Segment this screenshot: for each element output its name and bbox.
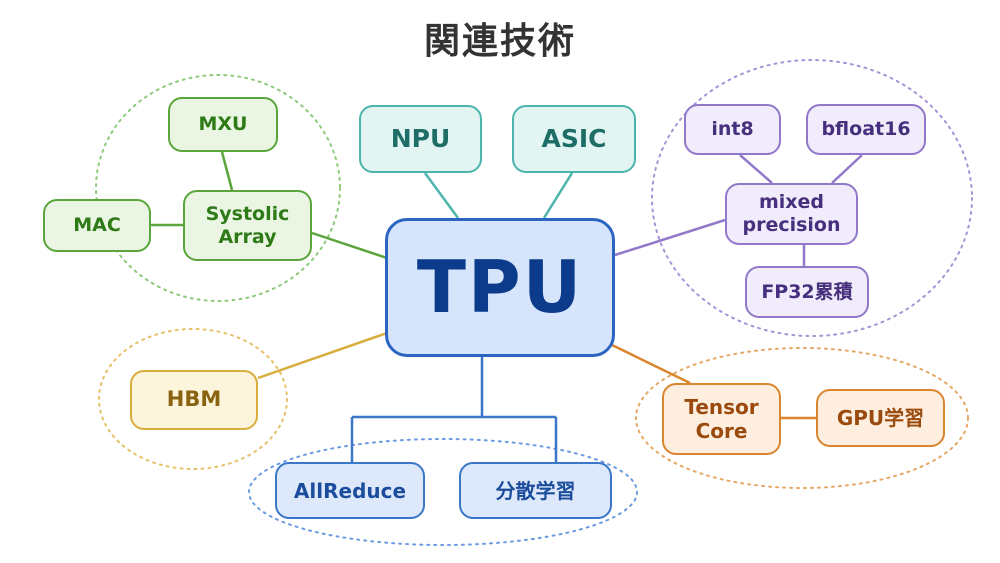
connector-mixed-tpu — [614, 218, 726, 257]
cluster-orange-outline — [635, 347, 969, 489]
distributed-learning-node: 分散学習 — [459, 462, 612, 519]
cluster-green-outline — [95, 74, 341, 302]
connector-tpu-tensor — [611, 343, 691, 385]
connector-bfloat16-mixed — [831, 154, 863, 184]
allreduce-node: AllReduce — [275, 462, 425, 519]
cluster-purple-outline — [651, 59, 973, 337]
systolic-array-line1: Systolic — [205, 202, 290, 225]
npu-node: NPU — [359, 105, 482, 173]
fp32-accumulate-node: FP32累積 — [745, 266, 869, 318]
connector-asic-tpu — [542, 172, 574, 219]
mixed-precision-line2: precision — [742, 214, 841, 236]
cluster-yellow-outline — [98, 328, 288, 470]
int8-node: int8 — [684, 104, 781, 155]
tensor-core-line1: Tensor — [684, 395, 759, 419]
systolic-array-line2: Array — [218, 225, 277, 248]
tpu-center-node: TPU — [385, 218, 615, 357]
asic-node: ASIC — [512, 105, 636, 173]
gpu-learning-node: GPU学習 — [816, 389, 945, 447]
bfloat16-node: bfloat16 — [806, 104, 926, 155]
mac-node: MAC — [43, 199, 151, 252]
cluster-blue-outline — [248, 438, 638, 546]
mixed-precision-node: mixed precision — [725, 183, 858, 245]
page-title: 関連技術 — [423, 21, 576, 62]
connector-mxu-systolic — [220, 151, 234, 191]
connector-tpu-distributed-tree — [350, 357, 558, 462]
tensor-core-node: Tensor Core — [662, 383, 781, 455]
connector-npu-tpu — [423, 172, 460, 219]
connector-systolic-tpu — [311, 231, 388, 260]
mixed-precision-line1: mixed — [758, 191, 825, 214]
connector-hbm-tpu — [257, 331, 388, 380]
systolic-array-node: Systolic Array — [183, 190, 312, 261]
hbm-node: HBM — [130, 370, 258, 430]
mxu-node: MXU — [168, 97, 278, 152]
tensor-core-line2: Core — [695, 419, 748, 443]
connector-int8-mixed — [739, 154, 773, 184]
